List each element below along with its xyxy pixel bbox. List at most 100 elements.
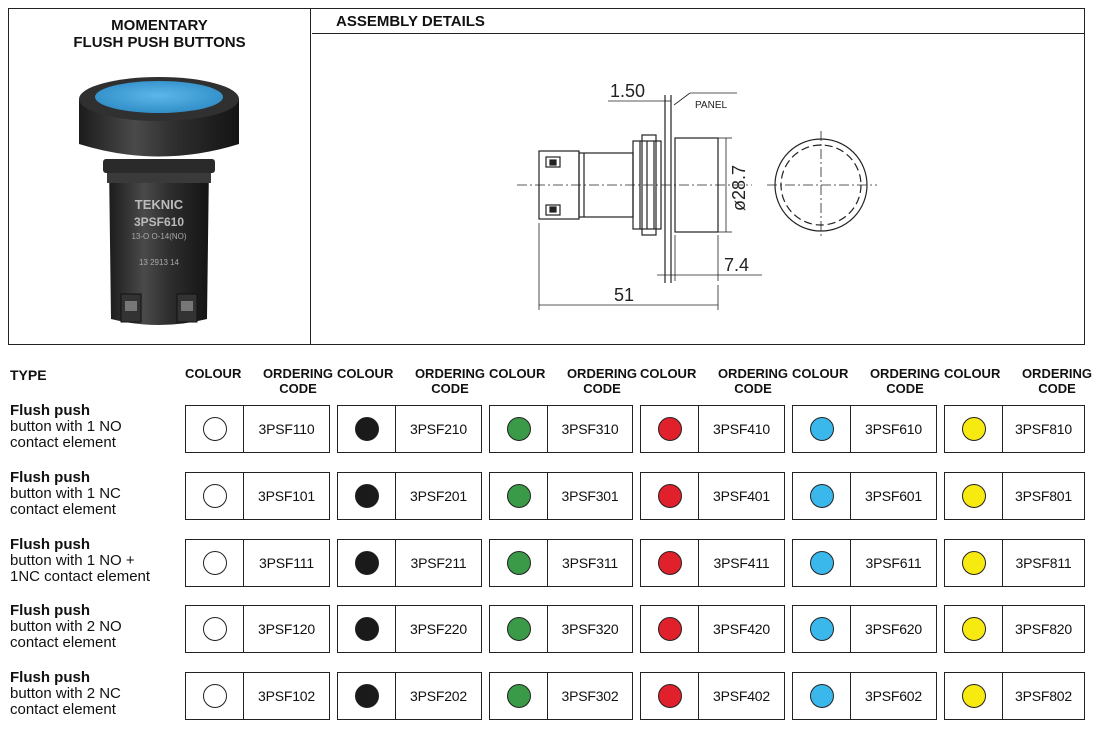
ordering-cell: 3PSF311 bbox=[489, 539, 633, 587]
ordering-code: 3PSF211 bbox=[410, 555, 467, 571]
colour-swatch-box bbox=[338, 540, 396, 586]
ordering-code: 3PSF402 bbox=[713, 688, 770, 704]
terminal-label: 13 2913 14 bbox=[139, 258, 180, 267]
ordering-code: 3PSF110 bbox=[258, 421, 315, 437]
colour-swatch-box bbox=[945, 673, 1003, 719]
ordering-cell: 3PSF411 bbox=[640, 539, 785, 587]
white-colour-swatch bbox=[203, 551, 227, 575]
ordering-header-line1: ORDERING bbox=[717, 366, 788, 381]
ordering-code: 3PSF310 bbox=[561, 421, 619, 437]
ordering-cell: 3PSF611 bbox=[792, 539, 937, 587]
type-title: Flush push bbox=[10, 536, 90, 553]
yellow-colour-swatch bbox=[962, 684, 986, 708]
colour-swatch-box bbox=[186, 406, 244, 452]
type-description: contact element bbox=[10, 434, 116, 451]
black-colour-swatch bbox=[355, 551, 379, 575]
ordering-code: 3PSF220 bbox=[410, 621, 467, 637]
colour-swatch-box bbox=[793, 606, 851, 652]
ordering-header-line2: CODE bbox=[431, 381, 469, 396]
colour-swatch-box bbox=[490, 406, 548, 452]
ordering-cell: 3PSF320 bbox=[489, 605, 633, 653]
colour-swatch-box bbox=[186, 473, 244, 519]
type-header: TYPE bbox=[10, 367, 47, 383]
ordering-code: 3PSF411 bbox=[713, 555, 770, 571]
product-title-line1: MOMENTARY bbox=[111, 17, 208, 34]
ordering-code: 3PSF320 bbox=[561, 621, 619, 637]
ordering-cell: 3PSF220 bbox=[337, 605, 482, 653]
colour-swatch-box bbox=[641, 540, 699, 586]
colour-swatch-box bbox=[641, 406, 699, 452]
ordering-code: 3PSF602 bbox=[865, 688, 922, 704]
colour-swatch-box bbox=[338, 473, 396, 519]
ordering-cell: 3PSF802 bbox=[944, 672, 1085, 720]
ordering-code: 3PSF202 bbox=[410, 688, 467, 704]
ordering-cell: 3PSF101 bbox=[185, 472, 330, 520]
ordering-code: 3PSF401 bbox=[713, 488, 770, 504]
product-title-line2: FLUSH PUSH BUTTONS bbox=[73, 34, 246, 51]
ordering-code: 3PSF301 bbox=[561, 488, 619, 504]
colour-swatch-box bbox=[186, 540, 244, 586]
push-button-photo: TEKNIC 3PSF610 13-O O-14(NO) 13 2913 14 bbox=[79, 77, 239, 325]
ordering-cell: 3PSF210 bbox=[337, 405, 482, 453]
ordering-code: 3PSF810 bbox=[1015, 421, 1072, 437]
ordering-code: 3PSF420 bbox=[713, 621, 770, 637]
colour-swatch-box bbox=[186, 673, 244, 719]
ordering-cell: 3PSF110 bbox=[185, 405, 330, 453]
type-title: Flush push bbox=[10, 469, 90, 486]
ordering-header-line1: ORDERING bbox=[869, 366, 940, 381]
type-title: Flush push bbox=[10, 669, 90, 686]
type-description: contact element bbox=[10, 501, 116, 518]
white-colour-swatch bbox=[203, 484, 227, 508]
colour-header: COLOUR bbox=[944, 366, 1001, 381]
green-colour-swatch bbox=[507, 551, 531, 575]
yellow-colour-swatch bbox=[962, 551, 986, 575]
ordering-cell: 3PSF401 bbox=[640, 472, 785, 520]
ordering-code: 3PSF811 bbox=[1015, 555, 1072, 571]
red-colour-swatch bbox=[658, 484, 682, 508]
ordering-cell: 3PSF201 bbox=[337, 472, 482, 520]
ordering-header-line2: CODE bbox=[886, 381, 924, 396]
colour-swatch-box bbox=[793, 540, 851, 586]
brand-label: TEKNIC bbox=[135, 197, 184, 212]
ordering-cell: 3PSF601 bbox=[792, 472, 937, 520]
green-colour-swatch bbox=[507, 417, 531, 441]
colour-swatch-box bbox=[490, 473, 548, 519]
ordering-code: 3PSF601 bbox=[865, 488, 922, 504]
ordering-code: 3PSF410 bbox=[713, 421, 770, 437]
colour-swatch-box bbox=[793, 673, 851, 719]
red-colour-swatch bbox=[658, 551, 682, 575]
ordering-code: 3PSF201 bbox=[410, 488, 467, 504]
colour-swatch-box bbox=[186, 606, 244, 652]
ordering-code: 3PSF210 bbox=[410, 421, 467, 437]
ordering-cell: 3PSF820 bbox=[944, 605, 1085, 653]
ordering-code: 3PSF102 bbox=[258, 688, 315, 704]
ordering-cell: 3PSF102 bbox=[185, 672, 330, 720]
ordering-cell: 3PSF202 bbox=[337, 672, 482, 720]
blue-colour-swatch bbox=[810, 417, 834, 441]
product-title: MOMENTARY FLUSH PUSH BUTTONS bbox=[9, 17, 310, 51]
ordering-cell: 3PSF420 bbox=[640, 605, 785, 653]
ordering-cell: 3PSF120 bbox=[185, 605, 330, 653]
product-panel: MOMENTARY FLUSH PUSH BUTTONS bbox=[9, 9, 311, 344]
type-description: 1NC contact element bbox=[10, 568, 151, 585]
colour-swatch-box bbox=[945, 606, 1003, 652]
assembly-panel: ASSEMBLY DETAILS bbox=[312, 9, 1084, 344]
colour-swatch-box bbox=[793, 473, 851, 519]
red-colour-swatch bbox=[658, 617, 682, 641]
ordering-cell: 3PSF111 bbox=[185, 539, 330, 587]
ordering-code: 3PSF620 bbox=[865, 621, 922, 637]
ordering-code: 3PSF111 bbox=[259, 555, 314, 571]
red-colour-swatch bbox=[658, 417, 682, 441]
ordering-header-line2: CODE bbox=[583, 381, 621, 396]
blue-colour-swatch bbox=[810, 484, 834, 508]
type-description: contact element bbox=[10, 634, 116, 651]
colour-swatch-box bbox=[793, 406, 851, 452]
ordering-header-line2: CODE bbox=[734, 381, 772, 396]
colour-swatch-box bbox=[338, 673, 396, 719]
